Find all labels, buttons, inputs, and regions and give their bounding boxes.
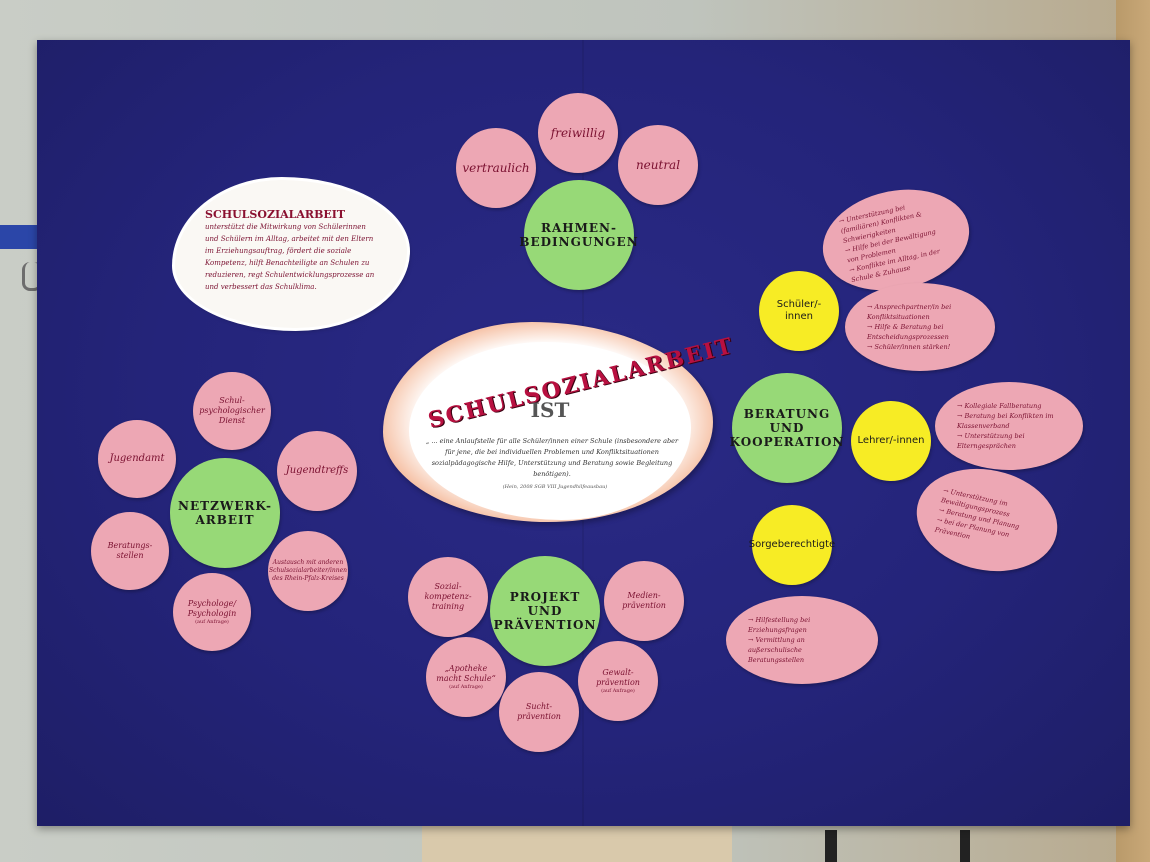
projekt-item: Sozial-kompetenz-training: [408, 557, 488, 637]
netzwerk-item: Schul-psychologischer Dienst: [193, 372, 271, 450]
rahmen-item-neutral: neutral: [618, 125, 698, 205]
rahmen-center: RAHMEN-BEDINGUNGEN: [519, 180, 638, 290]
projekt-center: PROJEKT UND PRÄVENTION: [490, 556, 600, 666]
note-schueler-2: → Ansprechpartner/in bei Konfliktsituati…: [845, 283, 995, 371]
projekt-item: „Apotheke macht Schule“ (auf Anfrage): [426, 637, 506, 717]
main-cloud-inner: [409, 342, 691, 520]
beratung-center: BERATUNG UND KOOPERATION: [730, 373, 843, 483]
rahmen-item-freiwillig: freiwillig: [538, 93, 618, 173]
main-source: (Hein, 2008 SGB VIII Jugendhilfeausbau): [502, 484, 608, 490]
netzwerk-item: Beratungs-stellen: [91, 512, 169, 590]
projekt-item: Gewalt-prävention (auf Anfrage): [578, 641, 658, 721]
table-leg: [825, 830, 837, 862]
netzwerk-item: Jugendamt: [98, 420, 176, 498]
group-sorgeberechtigte: Sorgeberechtigte: [749, 505, 835, 585]
note-sorgeberechtigte: → Hilfestellung bei Erziehungsfragen → V…: [726, 596, 878, 684]
projekt-item: Sucht-prävention: [499, 672, 579, 752]
main-description: „ ... eine Anlaufstelle für alle Schüler…: [425, 437, 679, 478]
main-subtitle: IST: [530, 398, 570, 422]
netzwerk-item: Jugendtreffs: [277, 431, 357, 511]
intro-cloud: SCHULSOZIALARBEIT unterstützt die Mitwir…: [175, 180, 407, 328]
group-schueler: Schüler/-innen: [759, 271, 839, 351]
intro-cloud-text: unterstützt die Mitwirkung von Schülerin…: [205, 223, 375, 291]
note-lehrer-1: → Kollegiale Fallberatung → Beratung bei…: [935, 382, 1083, 470]
group-lehrer: Lehrer/-innen: [851, 401, 931, 481]
cardboard-box: [422, 822, 732, 862]
netzwerk-item: Austausch mit anderen Schulsozialarbeite…: [268, 531, 348, 611]
netzwerk-item: Psychologe/ Psychologin (auf Anfrage): [173, 573, 251, 651]
rahmen-item-vertraulich: vertraulich: [456, 128, 536, 208]
intro-cloud-title: SCHULSOZIALARBEIT: [205, 208, 346, 221]
wall-rail: [0, 225, 42, 249]
netzwerk-center: NETZWERK-ARBEIT: [170, 458, 280, 568]
table-leg: [960, 830, 970, 862]
projekt-item: Medien-prävention: [604, 561, 684, 641]
